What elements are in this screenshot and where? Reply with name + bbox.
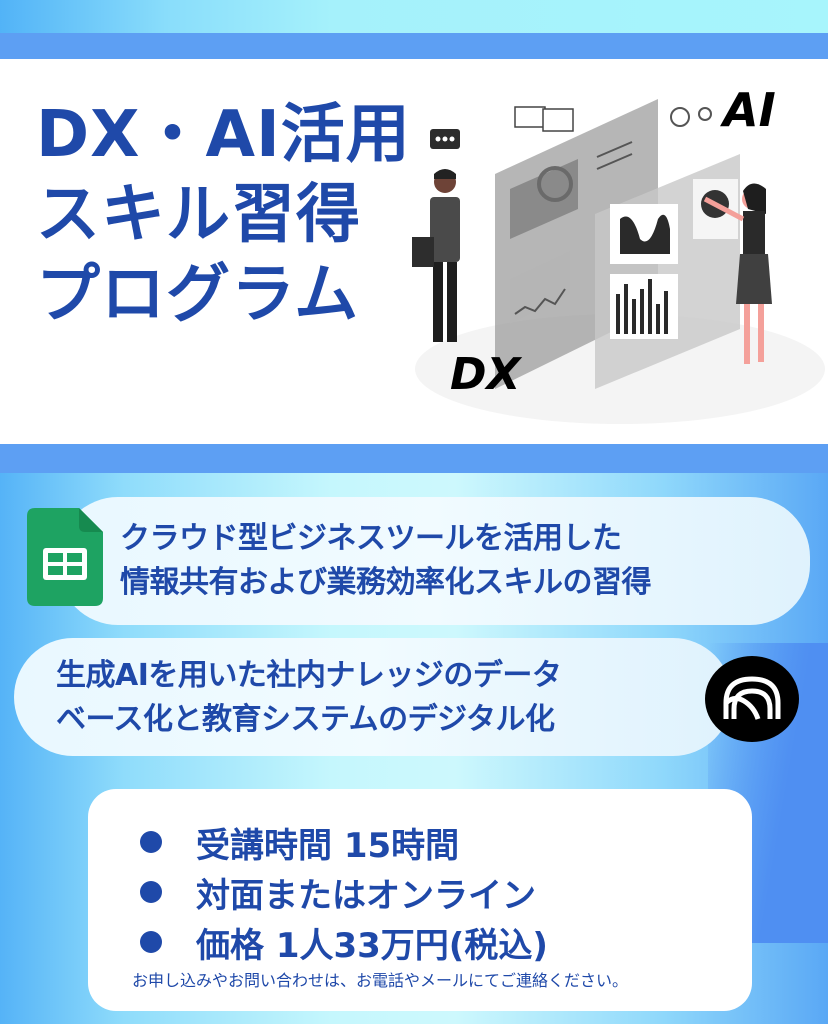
feature-2-line-1: 生成AIを用いた社内ナレッジのデータ: [56, 658, 562, 693]
feature-1-text: クラウド型ビジネスツールを活用した 情報共有および業務効率化スキルの習得: [120, 517, 652, 605]
bullet-icon: [140, 831, 162, 853]
info-list: 受講時間 15時間 対面またはオンライン 価格 1人33万円(税込): [140, 817, 548, 967]
contact-note: お申し込みやお問い合わせは、お電話やメールにてご連絡ください。: [132, 971, 629, 990]
title-line-2: スキル習得: [36, 178, 361, 252]
dx-label: DX: [450, 349, 521, 400]
info-item-text: 対面またはオンライン: [196, 875, 536, 916]
feature-card-generative-ai: 生成AIを用いた社内ナレッジのデータ ベース化と教育システムのデジタル化: [14, 638, 732, 756]
feature-1-line-1: クラウド型ビジネスツールを活用した: [120, 521, 622, 556]
top-gradient-strip: [0, 0, 828, 33]
bullet-icon: [140, 931, 162, 953]
page-title: DX・AI活用 スキル習得 プログラム: [36, 95, 411, 335]
info-item-text: 受講時間 15時間: [196, 825, 460, 866]
info-item-price: 価格 1人33万円(税込): [140, 917, 548, 967]
feature-card-cloud-tools: クラウド型ビジネスツールを活用した 情報共有および業務効率化スキルの習得: [58, 497, 810, 625]
hero-illustration: AI DX: [400, 79, 828, 439]
feature-1-line-2: 情報共有および業務効率化スキルの習得: [120, 565, 652, 600]
google-sheets-icon: [27, 508, 103, 606]
bullet-icon: [140, 881, 162, 903]
ai-arc-logo-icon: [705, 656, 799, 742]
middle-band: [0, 444, 828, 473]
feature-2-line-2: ベース化と教育システムのデジタル化: [56, 702, 555, 737]
course-info-card: 受講時間 15時間 対面またはオンライン 価格 1人33万円(税込) お申し込み…: [88, 789, 752, 1011]
info-item-duration: 受講時間 15時間: [140, 817, 548, 867]
top-band: [0, 33, 828, 59]
info-item-text: 価格 1人33万円(税込): [196, 925, 548, 966]
title-line-1: DX・AI活用: [36, 98, 411, 172]
title-line-3: プログラム: [36, 258, 360, 332]
hero-section: DX・AI活用 スキル習得 プログラム: [0, 59, 828, 444]
ai-label: AI: [723, 83, 776, 137]
info-item-format: 対面またはオンライン: [140, 867, 548, 917]
feature-2-text: 生成AIを用いた社内ナレッジのデータ ベース化と教育システムのデジタル化: [56, 654, 562, 742]
dashboard-illustration-icon: [412, 99, 825, 424]
